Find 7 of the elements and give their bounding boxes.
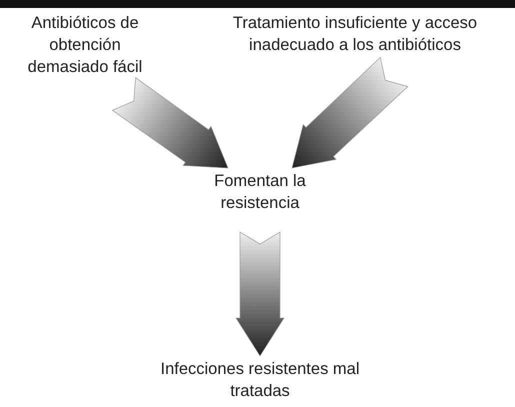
- node-text: Antibióticos de obtención demasiado fácil: [26, 13, 144, 78]
- arrow: [292, 56, 408, 168]
- node-text: Tratamiento insuficiente y acceso inadecuado a los antibióticos: [232, 13, 478, 56]
- node-text: Fomentan la resistencia: [213, 171, 307, 214]
- arrow: [235, 231, 285, 357]
- node-text: Infecciones resistentes mal tratadas: [159, 359, 360, 402]
- arrow: [112, 77, 228, 168]
